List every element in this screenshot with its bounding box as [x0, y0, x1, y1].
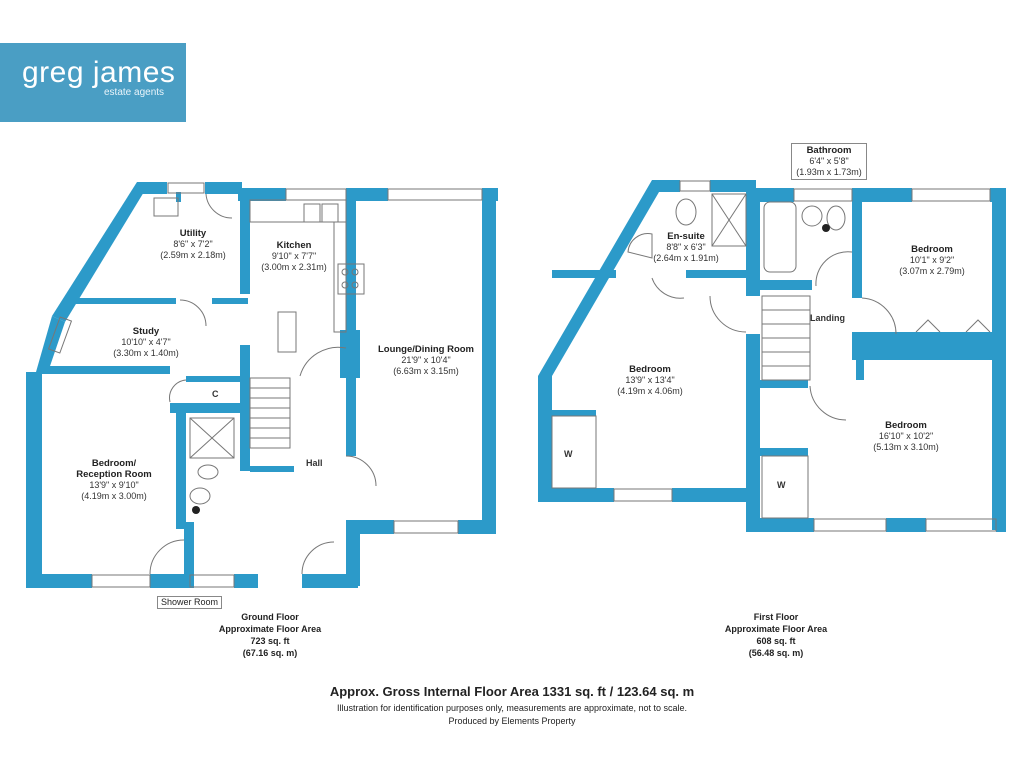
room-size-imperial: 13'9" x 13'4" [625, 375, 675, 385]
room-name: Study [132, 326, 160, 337]
room-label-study: Study 10'10" x 4'7" (3.30m x 1.40m) [86, 326, 206, 359]
room-size-imperial: 16'10" x 10'2" [878, 431, 934, 441]
room-name: Bedroom [629, 364, 671, 375]
gross-area-heading: Approx. Gross Internal Floor Area 1331 s… [329, 684, 695, 699]
ground-floor-area-sqft: 723 sq. ft [250, 636, 290, 646]
first-floor-title: First Floor [753, 612, 799, 622]
fixtures [47, 180, 997, 588]
room-name: Utility [179, 228, 207, 239]
wardrobe-label-left: W [564, 449, 573, 459]
ground-floor-area-sqm: (67.16 sq. m) [242, 648, 298, 658]
producer-credit: Produced by Elements Property [448, 716, 576, 726]
room-size-metric: (2.64m x 1.91m) [653, 253, 719, 263]
first-floor-area-sqft: 608 sq. ft [756, 636, 796, 646]
brand-logo [0, 43, 186, 122]
room-name: Kitchen [276, 240, 312, 251]
first-floor-caption: First Floor Approximate Floor Area 608 s… [696, 611, 856, 659]
ground-floor-title: Ground Floor [241, 612, 299, 622]
room-label-bedroom-1: Bedroom 10'1" x 9'2" (3.07m x 2.79m) [872, 244, 992, 277]
room-size-metric: (4.19m x 4.06m) [617, 386, 683, 396]
room-label-bathroom: Bathroom 6'4" x 5'8" (1.93m x 1.73m) [791, 143, 867, 180]
brand-logo-name: greg james [22, 56, 176, 89]
room-name: En-suite [667, 231, 705, 242]
room-label-bedroom-2: Bedroom 13'9" x 13'4" (4.19m x 4.06m) [590, 364, 710, 397]
room-size-imperial: 10'10" x 4'7" [121, 337, 171, 347]
room-size-imperial: 9'10" x 7'7" [271, 251, 317, 261]
room-size-metric: (2.59m x 2.18m) [160, 250, 226, 260]
ground-floor-caption: Ground Floor Approximate Floor Area 723 … [190, 611, 350, 659]
hall-label: Hall [306, 458, 323, 468]
disclaimer-text: Illustration for identification purposes… [336, 703, 687, 713]
room-size-metric: (3.30m x 1.40m) [113, 348, 179, 358]
room-size-metric: (3.07m x 2.79m) [899, 266, 965, 276]
room-label-kitchen: Kitchen 9'10" x 7'7" (3.00m x 2.31m) [232, 240, 356, 273]
room-size-metric: (5.13m x 3.10m) [873, 442, 939, 452]
room-size-imperial: 8'8" x 6'3" [666, 242, 706, 252]
room-label-ensuite: En-suite 8'8" x 6'3" (2.64m x 1.91m) [632, 231, 740, 264]
first-floor-area-sqm: (56.48 sq. m) [748, 648, 804, 658]
room-size-metric: (1.93m x 1.73m) [796, 167, 862, 177]
brand-logo-tagline: estate agents [104, 87, 165, 98]
room-size-metric: (4.19m x 3.00m) [81, 491, 147, 501]
wardrobe-label-right: W [777, 480, 786, 490]
ground-floor-area-label: Approximate Floor Area [218, 624, 322, 634]
first-floor-walls [538, 180, 1006, 532]
room-label-bedroom-3: Bedroom 16'10" x 10'2" (5.13m x 3.10m) [846, 420, 966, 453]
room-name: Bedroom [911, 244, 953, 255]
room-size-imperial: 8'6" x 7'2" [173, 239, 213, 249]
room-size-imperial: 6'4" x 5'8" [809, 156, 849, 166]
room-size-imperial: 10'1" x 9'2" [909, 255, 955, 265]
room-name: Lounge/Dining Room [377, 344, 475, 355]
ground-floor-walls [26, 182, 498, 588]
room-label-bedroom-reception: Bedroom/ Reception Room 13'9" x 9'10" (4… [54, 458, 174, 502]
cupboard-label: C [212, 389, 219, 399]
room-size-imperial: 21'9" x 10'4" [401, 355, 451, 365]
room-name: Bedroom/ Reception Room [76, 458, 152, 480]
room-name: Bedroom [885, 420, 927, 431]
room-label-lounge: Lounge/Dining Room 21'9" x 10'4" (6.63m … [364, 344, 488, 377]
room-size-metric: (6.63m x 3.15m) [393, 366, 459, 376]
room-size-imperial: 13'9" x 9'10" [89, 480, 139, 490]
room-label-utility: Utility 8'6" x 7'2" (2.59m x 2.18m) [128, 228, 258, 261]
shower-room-label: Shower Room [157, 596, 223, 609]
landing-label: Landing [810, 313, 845, 323]
fixture-marks [192, 224, 830, 514]
first-floor-area-label: Approximate Floor Area [724, 624, 828, 634]
room-size-metric: (3.00m x 2.31m) [261, 262, 327, 272]
room-name: Bathroom [806, 145, 852, 156]
